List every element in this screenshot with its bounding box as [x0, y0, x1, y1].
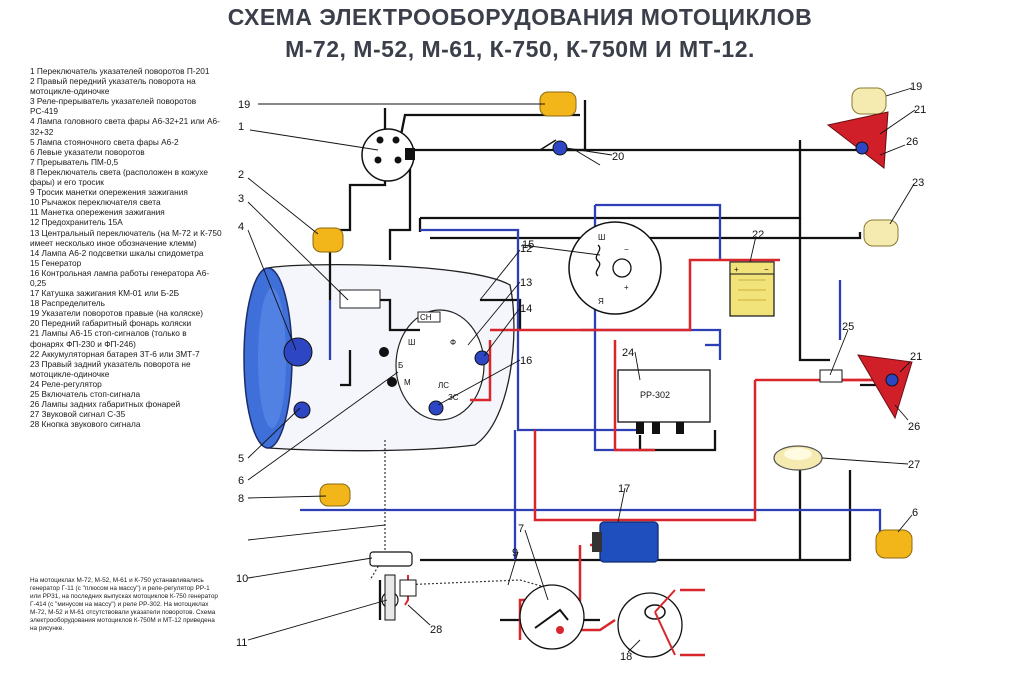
- ignition-coil: [592, 521, 659, 563]
- callout-13: 13: [520, 277, 532, 289]
- brake-light-switch: [819, 369, 843, 383]
- callout-27: 27: [908, 459, 920, 471]
- callout-20: 20: [612, 151, 624, 163]
- callout-26-bottom: 26: [908, 421, 920, 433]
- footnote: На мотоциклах М-72, М-52, М-61 и К-750 у…: [30, 577, 218, 632]
- callout-21-bottom: 21: [910, 351, 922, 363]
- legend-item: 8 Переключатель света (расположен в кожу…: [30, 166, 209, 188]
- switch-term-ls: ЛС: [438, 381, 449, 390]
- ignition-cable: [399, 579, 556, 591]
- legend-item: 19 Указатели поворотов правые (на коляск…: [30, 308, 203, 319]
- legend-item: 2 Правый передний указатель поворота на …: [30, 76, 196, 97]
- legend-item: 22 Аккумуляторная батарея 3Т-6 или 3МТ-7: [30, 348, 200, 359]
- generator-minus: −: [624, 245, 629, 254]
- legend-item: 26 Лампы задних габаритных фонарей: [30, 399, 181, 410]
- callout-16: 16: [520, 355, 532, 367]
- generator-term-w: Ш: [598, 233, 605, 242]
- legend-item: 11 Манетка опережения зажигания: [30, 207, 165, 218]
- legend-item: 21 Лампы А6-15 стоп-сигналов (только в ф…: [30, 328, 187, 349]
- switch-term-m: М: [404, 378, 411, 387]
- generator-term-ya: Я: [598, 297, 604, 306]
- legend-item: 17 Катушка зажигания КМ-01 или Б-2Б: [30, 288, 180, 299]
- legend-item: 23 Правый задний указатель поворота не м…: [30, 358, 191, 379]
- callout-numbers: 19 1 2 3 4 5 6 8 10 11 12 13 14 15 16 24…: [236, 81, 926, 663]
- legend-item: 25 Включатель стоп-сигнала: [30, 389, 141, 399]
- legend-item: 7 Прерыватель ПМ-0,5: [30, 156, 119, 167]
- legend-item: 10 Рычажок переключателя света: [30, 197, 161, 208]
- switch-term-sh: Ш: [408, 338, 415, 347]
- breaker: [519, 584, 585, 650]
- callout-2: 2: [238, 169, 244, 181]
- legend-item: 20 Передний габаритный фонарь коляски: [30, 318, 192, 329]
- callout-22: 22: [752, 229, 764, 241]
- voltage-regulator: РР-302: [617, 369, 711, 434]
- sidecar-front-lamp: [539, 139, 601, 166]
- callout-21-top: 21: [914, 104, 926, 116]
- callout-8: 8: [238, 493, 244, 505]
- callout-24: 24: [622, 347, 634, 359]
- generator-plus: +: [624, 283, 629, 292]
- callout-leaders: [247, 87, 916, 653]
- horn: [773, 445, 823, 471]
- page-title: СХЕМА ЭЛЕКТРООБОРУДОВАНИЯ МОТОЦИКЛОВ: [227, 4, 813, 30]
- callout-1: 1: [238, 121, 244, 133]
- legend-item: 28 Кнопка звукового сигнала: [30, 419, 141, 430]
- battery-plus: +: [734, 265, 739, 274]
- callout-14: 14: [520, 303, 532, 315]
- callout-18: 18: [620, 651, 632, 663]
- legend-item: 3 Реле-прерыватель указателей поворотов …: [30, 96, 197, 117]
- legend-item: 9 Тросик манетки опережения зажигания: [30, 187, 188, 198]
- component-legend: 1 Переключатель указателей поворотов П-2…: [30, 66, 222, 429]
- legend-item: 14 Лампа А6-2 подсветки шкалы спидометра: [30, 247, 204, 258]
- callout-12: 12: [520, 243, 532, 255]
- callout-4: 4: [238, 221, 244, 233]
- battery: + −: [729, 261, 775, 317]
- callout-6-top: 6: [238, 475, 244, 487]
- callout-11: 11: [236, 637, 247, 649]
- legend-item: 4 Лампа головного света фары А6-32+21 ил…: [30, 116, 220, 137]
- callout-9: 9: [512, 547, 518, 559]
- distributor: [617, 589, 683, 658]
- legend-item: 27 Звуковой сигнал С-35: [30, 409, 126, 420]
- legend-item: 24 Реле-регулятор: [30, 378, 102, 389]
- legend-item: 12 Предохранитель 15А: [30, 217, 123, 228]
- callout-6-bottom: 6: [912, 507, 918, 519]
- tail-lamps: [826, 111, 913, 420]
- switch-term-f: Ф: [450, 338, 456, 347]
- callout-17: 17: [618, 483, 630, 495]
- regulator-label: РР-302: [640, 390, 670, 400]
- legend-item: 1 Переключатель указателей поворотов П-2…: [30, 66, 210, 76]
- callout-19-right: 19: [910, 81, 922, 93]
- switch-term-b: Б: [398, 361, 403, 370]
- switch-term-sn: СН: [420, 313, 432, 322]
- legend-item: 13 Центральный переключатель (на М-72 и …: [30, 227, 222, 248]
- turn-switch: [361, 128, 415, 182]
- callout-23: 23: [912, 177, 924, 189]
- callout-25: 25: [842, 321, 854, 333]
- callout-10: 10: [236, 573, 248, 585]
- generator: Ш Я − +: [568, 221, 662, 315]
- callout-28: 28: [430, 624, 442, 636]
- legend-item: 15 Генератор: [30, 257, 82, 268]
- page-subtitle: М-72, М-52, М-61, К-750, К-750М И МТ-12.: [285, 36, 755, 62]
- legend-item: 6 Левые указатели поворотов: [30, 146, 145, 157]
- callout-7: 7: [518, 523, 524, 535]
- callout-26-top: 26: [906, 136, 918, 148]
- switch-term-zs: ЗС: [448, 393, 459, 402]
- legend-item: 18 Распределитель: [30, 298, 105, 309]
- callout-19-left: 19: [238, 99, 250, 111]
- battery-minus: −: [764, 265, 769, 274]
- callout-5: 5: [238, 453, 244, 465]
- handlebar-controls: [369, 551, 417, 621]
- legend-item: 5 Лампа стояночного света фары А6-2: [30, 136, 179, 147]
- legend-item: 16 Контрольная лампа работы генератора А…: [30, 267, 210, 288]
- callout-3: 3: [238, 193, 244, 205]
- turn-signal-lamps: [312, 87, 913, 559]
- headlight: СН Ш Б Ф М ЛС ЗС: [243, 264, 515, 452]
- callout-15: 15: [522, 239, 534, 251]
